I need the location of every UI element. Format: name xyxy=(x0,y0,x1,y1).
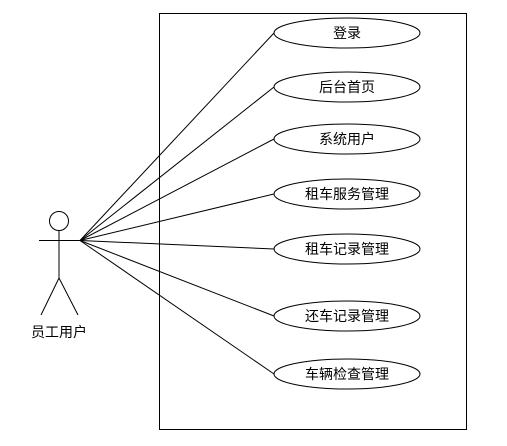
use-case-return-record-mgmt[interactable]: 还车记录管理 xyxy=(273,300,421,332)
use-case-label: 登录 xyxy=(333,26,361,42)
use-case-backend-home[interactable]: 后台首页 xyxy=(273,71,421,103)
use-case-label: 后台首页 xyxy=(319,80,375,96)
use-case-rental-record-mgmt[interactable]: 租车记录管理 xyxy=(273,233,421,265)
use-case-ellipse[interactable] xyxy=(273,178,421,210)
use-case-ellipse[interactable] xyxy=(273,71,421,103)
use-case-rental-service-mgmt[interactable]: 租车服务管理 xyxy=(273,178,421,210)
use-case-ellipse[interactable] xyxy=(273,17,421,49)
use-case-ellipse[interactable] xyxy=(273,233,421,265)
actor-right-leg xyxy=(58,277,79,316)
use-case-system-users[interactable]: 系统用户 xyxy=(273,123,421,155)
association-line-return-record-mgmt xyxy=(79,240,275,317)
use-case-ellipse[interactable] xyxy=(273,123,421,155)
association-line-vehicle-inspection-mgmt xyxy=(79,240,275,375)
association-line-backend-home xyxy=(79,86,275,241)
actor-label: 员工用户 xyxy=(31,324,87,341)
use-case-label: 租车服务管理 xyxy=(305,186,389,203)
association-line-login xyxy=(79,32,275,241)
use-case-label: 租车记录管理 xyxy=(305,241,389,258)
use-case-label: 还车记录管理 xyxy=(305,308,389,325)
use-case-ellipse[interactable] xyxy=(273,358,421,390)
use-case-label: 系统用户 xyxy=(319,131,375,148)
association-lines xyxy=(79,32,275,375)
use-case-ellipse[interactable] xyxy=(273,300,421,332)
use-case-login[interactable]: 登录 xyxy=(273,17,421,49)
actor-left-leg xyxy=(40,277,60,316)
use-case-vehicle-inspection-mgmt[interactable]: 车辆检查管理 xyxy=(273,358,421,390)
association-line-rental-service-mgmt xyxy=(79,193,275,241)
association-line-system-users xyxy=(79,138,275,241)
use-case-label: 车辆检查管理 xyxy=(305,366,389,383)
actor-figure xyxy=(39,211,80,316)
actor-head xyxy=(49,211,69,231)
association-line-rental-record-mgmt xyxy=(79,240,275,250)
